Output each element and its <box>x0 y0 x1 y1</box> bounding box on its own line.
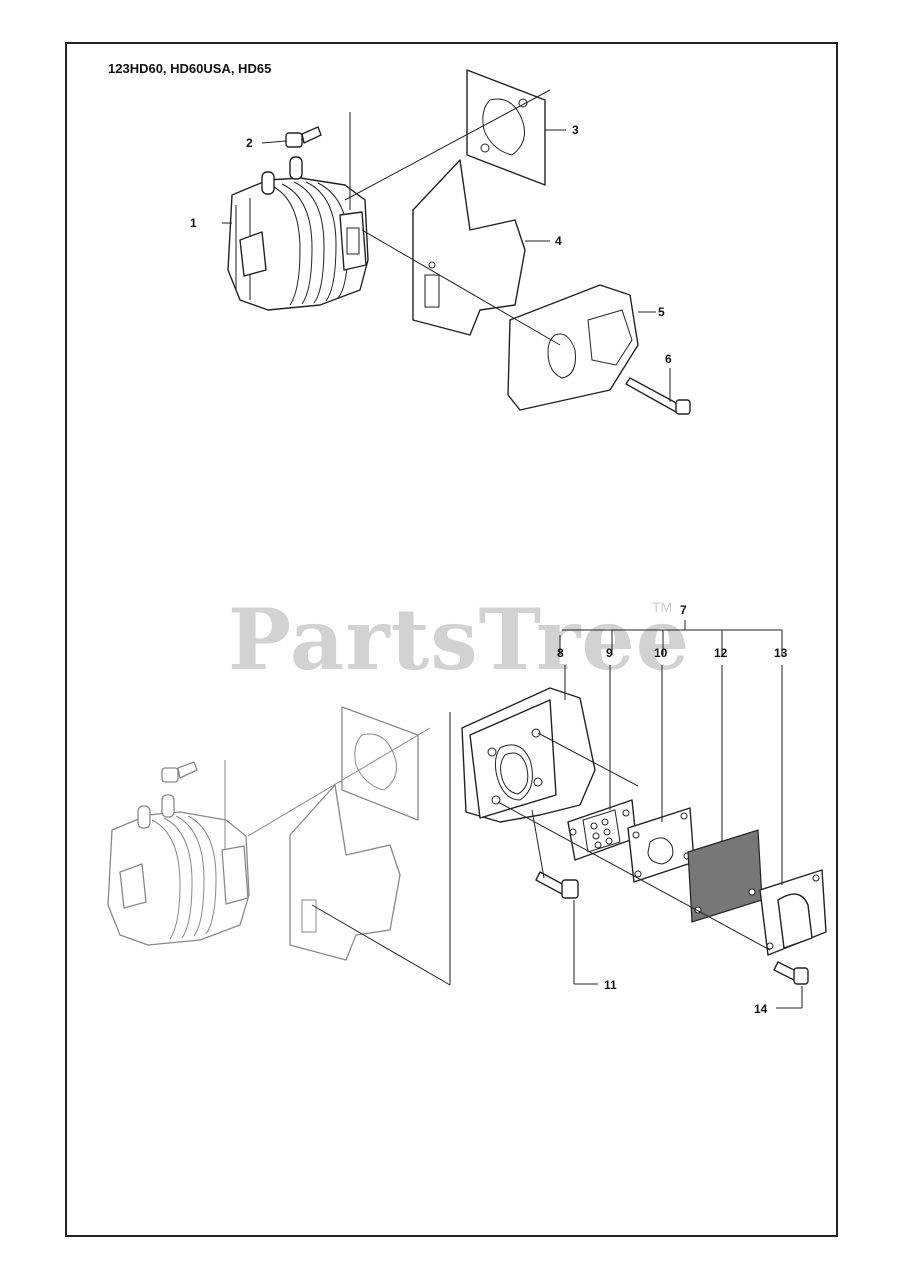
gasket-part-3 <box>466 69 566 186</box>
callout-3: 3 <box>572 123 579 137</box>
top-assembly-guide-lines <box>222 89 561 346</box>
callout-4: 4 <box>555 234 562 248</box>
screw-reference <box>161 761 198 783</box>
callout-8: 8 <box>557 646 564 660</box>
gasket-part-10 <box>627 807 695 883</box>
cylinder-top <box>227 156 369 311</box>
spark-plate-part-9 <box>567 799 637 861</box>
watermark-tm: TM <box>652 599 673 615</box>
screw-part-14 <box>773 961 809 1009</box>
callout-11: 11 <box>604 978 617 992</box>
callout-2: 2 <box>246 136 253 150</box>
muffler-body-part-8 <box>461 687 596 823</box>
page-title: 123HD60, HD60USA, HD65 <box>108 61 272 76</box>
heat-shield-reference <box>289 784 401 961</box>
muffler-part-5 <box>507 284 656 411</box>
callout-9: 9 <box>606 646 613 660</box>
screw-part-11 <box>531 809 598 985</box>
callout-10: 10 <box>654 646 668 660</box>
callout-1: 1 <box>190 216 197 230</box>
callout-13: 13 <box>774 646 788 660</box>
callout-5: 5 <box>658 305 665 319</box>
bottom-guide-lines <box>497 620 783 951</box>
cylinder-reference <box>107 794 250 946</box>
cover-part-13 <box>759 869 827 956</box>
callout-12: 12 <box>714 646 728 660</box>
callout-14: 14 <box>754 1002 768 1016</box>
screw-part-2 <box>261 126 322 148</box>
bottom-reference-lines <box>224 712 451 986</box>
callout-6: 6 <box>665 352 672 366</box>
heat-shield-part-4 <box>412 159 550 336</box>
spark-screen-part-12 <box>687 829 763 923</box>
callout-7: 7 <box>680 603 687 617</box>
bolt-part-6 <box>625 368 691 415</box>
gasket-reference <box>341 706 419 821</box>
